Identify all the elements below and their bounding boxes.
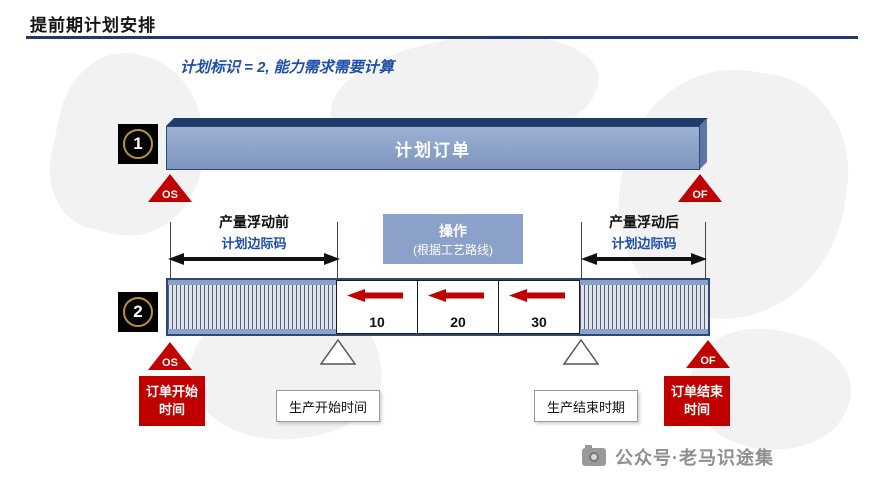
title-rule bbox=[26, 36, 858, 39]
planned-order-bar-side-face bbox=[699, 118, 707, 170]
step-badge-1: 1 bbox=[118, 124, 158, 164]
operation-cells: 10 20 30 bbox=[336, 280, 580, 334]
os-label: OS bbox=[162, 357, 178, 369]
guide-line bbox=[705, 222, 706, 278]
step-number: 1 bbox=[123, 129, 153, 159]
operation-box: 操作 (根据工艺路线) bbox=[383, 214, 523, 264]
guide-line bbox=[581, 222, 582, 278]
operation-value: 10 bbox=[369, 314, 385, 330]
watermark-text: 公众号·老马识途集 bbox=[615, 448, 774, 468]
guide-line bbox=[337, 222, 338, 278]
float-before-hatch bbox=[168, 285, 336, 329]
float-before-title: 产量浮动前 bbox=[219, 214, 289, 230]
subtitle: 计划标识 = 2, 能力需求需要计算 bbox=[180, 59, 394, 76]
arrow-left-icon bbox=[347, 289, 403, 302]
guide-line bbox=[170, 222, 171, 278]
production-end-marker bbox=[562, 338, 600, 365]
page-title: 提前期计划安排 bbox=[30, 16, 156, 35]
operation-value: 20 bbox=[450, 314, 466, 330]
right-range-arrow bbox=[581, 253, 707, 265]
watermark: 公众号·老马识途集 bbox=[582, 444, 774, 470]
of-label: OF bbox=[700, 355, 716, 367]
operation-cell-3: 30 bbox=[498, 280, 580, 334]
operation-value: 30 bbox=[531, 314, 547, 330]
planning-margin-right: 计划边际码 bbox=[611, 236, 677, 251]
float-after-hatch bbox=[580, 285, 708, 329]
production-start-label: 生产开始时间 bbox=[276, 390, 380, 422]
planning-margin-left: 计划边际码 bbox=[221, 236, 287, 251]
step-badge-2: 2 bbox=[118, 292, 158, 332]
order-end-label: 订单结束时间 bbox=[664, 376, 730, 426]
left-range-arrow bbox=[168, 253, 340, 265]
os-label: OS bbox=[162, 189, 178, 201]
of-label: OF bbox=[692, 189, 708, 201]
planned-order-label: 计划订单 bbox=[395, 140, 471, 160]
production-end-label: 生产结束时期 bbox=[534, 390, 638, 422]
os-marker-row2: OS bbox=[148, 342, 192, 370]
arrow-left-icon bbox=[509, 289, 565, 302]
timeline-bar: 10 20 30 bbox=[166, 278, 710, 336]
planned-order-bar-top-face bbox=[166, 118, 708, 126]
production-start-marker bbox=[319, 338, 357, 365]
step-number: 2 bbox=[123, 297, 153, 327]
operation-cell-1: 10 bbox=[336, 280, 418, 334]
order-start-label: 订单开始时间 bbox=[139, 376, 205, 426]
operation-subtitle: (根据工艺路线) bbox=[413, 242, 493, 257]
arrow-left-icon bbox=[428, 289, 484, 302]
planned-order-bar: 计划订单 bbox=[166, 126, 700, 170]
float-after-title: 产量浮动后 bbox=[609, 214, 679, 230]
operation-cell-2: 20 bbox=[417, 280, 499, 334]
camera-icon bbox=[582, 445, 606, 466]
operation-title: 操作 bbox=[439, 222, 467, 239]
